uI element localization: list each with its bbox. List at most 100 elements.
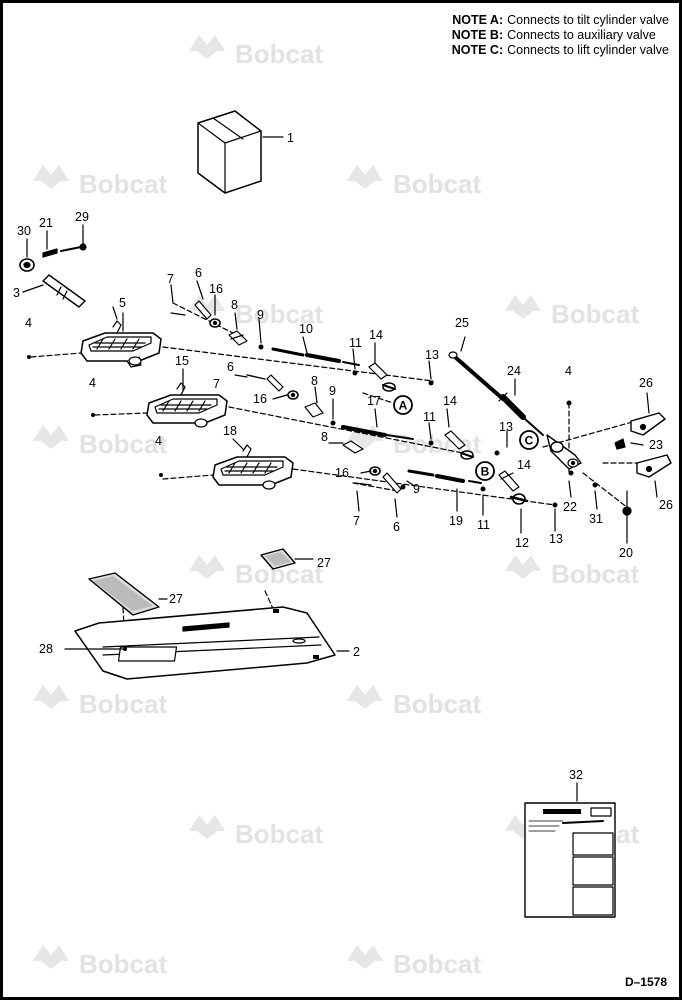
note-a: NOTE A:Connects to tilt cylinder valve bbox=[452, 13, 669, 27]
callout-a-circle bbox=[393, 395, 413, 415]
part-number: 19 bbox=[449, 514, 463, 528]
part-lift-link-assembly bbox=[448, 351, 632, 516]
bobcat-watermark: Bobcat bbox=[347, 685, 481, 719]
note-b: NOTE B:Connects to auxiliary valve bbox=[451, 28, 656, 42]
linkage-row-middle bbox=[246, 374, 474, 460]
callout-b: B bbox=[481, 465, 490, 479]
part-number: 32 bbox=[569, 768, 583, 782]
part-number: 9 bbox=[329, 384, 336, 398]
leader-lines bbox=[112, 280, 650, 544]
part-number: 14 bbox=[443, 394, 457, 408]
part-number: 4 bbox=[565, 364, 572, 378]
part-number: 30 bbox=[17, 224, 31, 238]
part-foot-pedal-top bbox=[80, 312, 162, 368]
notes-block: NOTE A:Connects to tilt cylinder valve N… bbox=[443, 13, 669, 58]
part-number: 8 bbox=[231, 298, 238, 312]
part-number: 11 bbox=[423, 410, 436, 424]
bobcat-watermark: Bobcat bbox=[347, 945, 481, 979]
bobcat-watermark: Bobcat bbox=[189, 555, 323, 589]
part-number: 21 bbox=[39, 216, 53, 230]
part-number: 1 bbox=[287, 131, 294, 145]
part-number: 13 bbox=[425, 348, 439, 362]
part-non-slip-mats bbox=[88, 548, 314, 616]
part-number: 7 bbox=[167, 272, 174, 286]
part-number: 11 bbox=[349, 336, 362, 350]
linkage-row-top bbox=[170, 294, 396, 392]
part-number: 25 bbox=[455, 316, 469, 330]
callout-a: A bbox=[399, 399, 408, 413]
part-number: 4 bbox=[89, 376, 96, 390]
part-number: 6 bbox=[227, 360, 234, 374]
part-number: 13 bbox=[499, 420, 513, 434]
part-number: 4 bbox=[155, 434, 162, 448]
part-number: 24 bbox=[507, 364, 521, 378]
part-decal-sheet bbox=[524, 782, 616, 918]
part-number: 16 bbox=[335, 466, 349, 480]
svg-text:Bobcat: Bobcat bbox=[79, 169, 167, 199]
part-number: 6 bbox=[195, 266, 202, 280]
screw-28 bbox=[123, 647, 127, 651]
part-number: 2 bbox=[353, 645, 360, 659]
part-number: 16 bbox=[253, 392, 267, 406]
part-number: 28 bbox=[39, 642, 53, 656]
part-number: 18 bbox=[223, 424, 237, 438]
part-number: 23 bbox=[649, 438, 663, 452]
svg-text:Bobcat: Bobcat bbox=[551, 299, 639, 329]
callout-c: C bbox=[525, 434, 534, 448]
part-number: 9 bbox=[413, 482, 420, 496]
svg-text:Bobcat: Bobcat bbox=[79, 949, 167, 979]
bobcat-watermark: Bobcat bbox=[347, 165, 481, 199]
bobcat-watermark: Bobcat bbox=[33, 945, 167, 979]
part-number: 4 bbox=[25, 316, 32, 330]
part-number: 3 bbox=[13, 286, 20, 300]
part-number: 14 bbox=[369, 328, 383, 342]
part-number: 16 bbox=[209, 282, 223, 296]
part-number: 10 bbox=[299, 322, 313, 336]
svg-text:Bobcat: Bobcat bbox=[393, 689, 481, 719]
bobcat-watermark: Bobcat bbox=[33, 425, 167, 459]
svg-text:Bobcat: Bobcat bbox=[79, 429, 167, 459]
part-number: 17 bbox=[367, 394, 381, 408]
part-number: 11 bbox=[477, 518, 490, 532]
part-number: 7 bbox=[353, 514, 360, 528]
part-number: 6 bbox=[393, 520, 400, 534]
part-number: 8 bbox=[311, 374, 318, 388]
callout-b-circle bbox=[475, 461, 495, 481]
fastener-dots bbox=[27, 344, 598, 508]
part-number: 22 bbox=[563, 500, 577, 514]
bobcat-watermark: Bobcat bbox=[33, 165, 167, 199]
svg-text:Bobcat: Bobcat bbox=[235, 39, 323, 69]
svg-text:Bobcat: Bobcat bbox=[551, 559, 639, 589]
part-number: 27 bbox=[169, 592, 183, 606]
part-number: 7 bbox=[213, 377, 220, 391]
svg-text:Bobcat: Bobcat bbox=[79, 689, 167, 719]
part-number: 29 bbox=[75, 210, 89, 224]
part-number: 26 bbox=[659, 498, 673, 512]
svg-text:Bobcat: Bobcat bbox=[393, 949, 481, 979]
part-box-kit bbox=[197, 110, 284, 194]
part-number: 27 bbox=[317, 556, 331, 570]
part-number: 20 bbox=[619, 546, 633, 560]
part-number: 12 bbox=[515, 536, 529, 550]
linkage-row-bottom bbox=[342, 440, 529, 505]
drawing-number: D–1578 bbox=[624, 975, 667, 989]
part-number: 13 bbox=[549, 532, 563, 546]
bobcat-watermark: Bobcat bbox=[189, 815, 323, 849]
bobcat-watermark: Bobcat bbox=[505, 555, 639, 589]
note-c: NOTE C:Connects to lift cylinder valve bbox=[451, 43, 669, 57]
svg-text:Bobcat: Bobcat bbox=[235, 819, 323, 849]
callout-c-circle bbox=[519, 430, 539, 450]
bobcat-watermark: Bobcat bbox=[505, 295, 639, 329]
svg-text:Bobcat: Bobcat bbox=[393, 169, 481, 199]
part-number: 9 bbox=[257, 308, 264, 322]
part-number: 15 bbox=[175, 354, 189, 368]
part-floor-plate bbox=[74, 606, 350, 680]
assembly-centerlines bbox=[30, 302, 644, 644]
part-pin-assembly bbox=[19, 224, 87, 308]
part-foot-pedal-middle bbox=[146, 368, 228, 428]
part-number: 31 bbox=[589, 512, 603, 526]
bobcat-watermark: Bobcat bbox=[189, 35, 323, 69]
part-number: 26 bbox=[639, 376, 653, 390]
bobcat-watermark: Bobcat bbox=[189, 295, 323, 329]
